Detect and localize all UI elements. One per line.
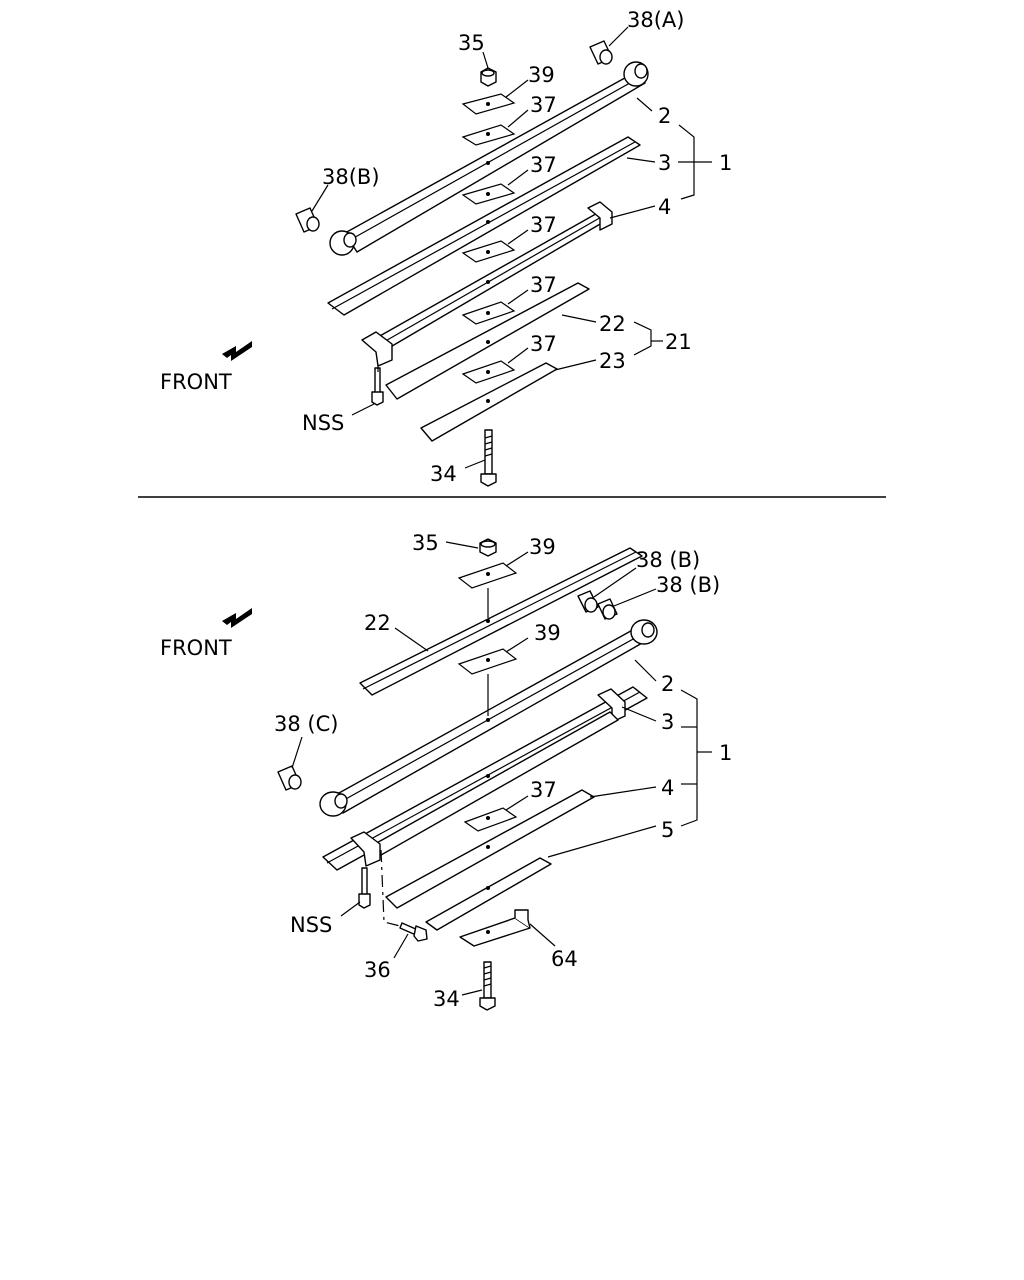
top-callout-39: 39	[528, 63, 555, 87]
bottom-front-arrow-icon	[222, 608, 252, 628]
bottom-callout-39-1: 39	[529, 535, 556, 559]
top-callout-38a: 38(A)	[627, 8, 684, 32]
top-front-arrow-icon	[222, 341, 252, 361]
bottom-leader-lines	[291, 541, 712, 996]
bottom-plate-64	[459, 909, 531, 947]
top-callout-2: 2	[658, 104, 671, 128]
bottom-callout-34: 34	[433, 987, 460, 1011]
top-callout-37-4: 37	[530, 273, 557, 297]
bottom-leaf-lower	[425, 857, 552, 931]
top-callout-22: 22	[599, 312, 626, 336]
bottom-bolt-34	[479, 961, 496, 1011]
top-center-holes	[486, 102, 490, 403]
bottom-leaf-2	[319, 619, 658, 817]
bottom-callout-2: 2	[661, 672, 674, 696]
bottom-assembly: FRONT 35 39 38 (B)	[160, 531, 732, 1011]
bottom-leaf-3	[322, 686, 648, 871]
top-bushing-38a	[589, 40, 613, 65]
top-callout-21: 21	[665, 330, 692, 354]
top-callout-34: 34	[430, 462, 457, 486]
bottom-callout-64: 64	[551, 947, 578, 971]
top-callout-35: 35	[458, 31, 485, 55]
bottom-callout-3: 3	[661, 710, 674, 734]
bottom-pad-37	[463, 807, 518, 832]
bottom-callout-4: 4	[661, 776, 674, 800]
bottom-bushing-38b-2	[597, 598, 618, 620]
bottom-callout-35: 35	[412, 531, 439, 555]
top-callout-38b: 38(B)	[322, 165, 380, 189]
bottom-callout-39-2: 39	[534, 621, 561, 645]
top-callout-37-3: 37	[530, 213, 557, 237]
top-callout-23: 23	[599, 349, 626, 373]
top-callout-3: 3	[658, 151, 671, 175]
top-leaf-4	[361, 201, 613, 367]
top-nss-bolt	[371, 367, 384, 406]
top-bushing-38b	[295, 207, 320, 233]
bottom-callout-nss: NSS	[290, 913, 332, 937]
top-callout-nss: NSS	[302, 411, 344, 435]
bottom-bolt-36	[380, 849, 428, 942]
top-callout-37-2: 37	[530, 153, 557, 177]
top-leader-lines	[311, 26, 712, 469]
top-front-label: FRONT	[160, 370, 232, 394]
bottom-callout-36: 36	[364, 958, 391, 982]
top-bolt-34	[480, 429, 497, 487]
bottom-callout-5: 5	[661, 818, 674, 842]
bottom-nut-35	[479, 538, 497, 557]
bottom-leaf-4	[350, 711, 619, 867]
top-leaf-3	[327, 136, 641, 316]
bottom-callout-38c: 38 (C)	[274, 712, 338, 736]
bottom-callout-22: 22	[364, 611, 391, 635]
bottom-front-label: FRONT	[160, 636, 232, 660]
bottom-center-holes	[486, 572, 490, 934]
bottom-callout-1: 1	[719, 741, 732, 765]
bottom-callout-38b-2: 38 (B)	[656, 573, 720, 597]
top-nut-35	[480, 67, 497, 87]
top-callout-37-1: 37	[530, 93, 557, 117]
bottom-nss-bolt	[358, 867, 371, 909]
top-callout-4: 4	[658, 195, 671, 219]
top-callout-37-5: 37	[530, 332, 557, 356]
bottom-bushing-38b-1	[577, 590, 599, 613]
top-callout-1: 1	[719, 151, 732, 175]
bottom-callout-38b-1: 38 (B)	[636, 548, 700, 572]
bottom-callout-37: 37	[530, 778, 557, 802]
top-leaf-2	[329, 61, 649, 256]
top-assembly: FRONT 38(A)	[160, 8, 732, 487]
bottom-bushing-38c	[277, 765, 302, 791]
